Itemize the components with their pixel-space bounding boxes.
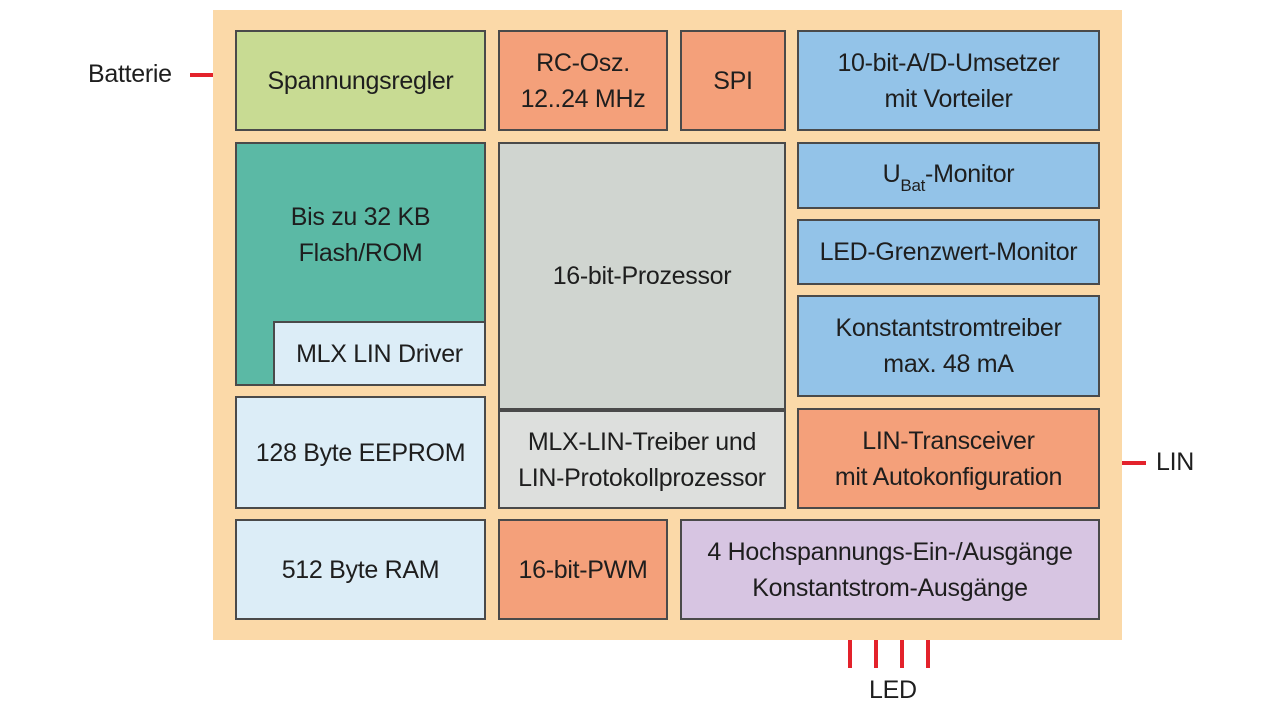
mlx-lin-driver-label: MLX LIN Driver bbox=[296, 339, 463, 368]
led-threshold-monitor-label: LED-Grenzwert-Monitor bbox=[819, 238, 1078, 266]
eeprom-block: 128 Byte EEPROM bbox=[235, 396, 486, 509]
led-label: LED bbox=[869, 676, 917, 704]
battery-pin bbox=[190, 73, 226, 77]
rc-oscillator-label-2: 12..24 MHz bbox=[520, 84, 646, 113]
current-driver-label-1: Konstantstromtreiber bbox=[835, 314, 1062, 342]
rc-oscillator-block: RC-Osz. 12..24 MHz bbox=[498, 30, 668, 131]
ram-block: 512 Byte RAM bbox=[235, 519, 486, 620]
led-pin-2 bbox=[874, 630, 878, 668]
pwm-label: 16-bit-PWM bbox=[518, 555, 648, 584]
ram-label: 512 Byte RAM bbox=[281, 555, 440, 584]
adc-label-2: mit Vorteiler bbox=[884, 84, 1013, 113]
hv-io-label-2: Konstantstrom-Ausgänge bbox=[752, 573, 1028, 602]
voltage-regulator-block: Spannungsregler bbox=[235, 30, 486, 131]
mlx-lin-driver-block: MLX LIN Driver bbox=[273, 321, 486, 386]
hv-io-label-1: 4 Hochspannungs-Ein-/Ausgänge bbox=[707, 537, 1073, 566]
led-pin-1 bbox=[848, 630, 852, 668]
current-driver-label-2: max. 48 mA bbox=[883, 350, 1014, 378]
battery-label: Batterie bbox=[88, 60, 172, 88]
lin-label: LIN bbox=[1156, 448, 1195, 476]
eeprom-label: 128 Byte EEPROM bbox=[255, 438, 466, 467]
led-threshold-monitor-block: LED-Grenzwert-Monitor bbox=[797, 219, 1100, 285]
flash-rom-label-1: Bis zu 32 KB bbox=[290, 203, 431, 231]
rc-oscillator-label-1: RC-Osz. bbox=[536, 48, 630, 77]
ubat-monitor-block: UBat-Monitor bbox=[797, 142, 1100, 209]
flash-rom-label-2: Flash/ROM bbox=[298, 239, 423, 267]
adc-block: 10-bit-A/D-Umsetzer mit Vorteiler bbox=[797, 30, 1100, 131]
hv-io-block: 4 Hochspannungs-Ein-/Ausgänge Konstantst… bbox=[680, 519, 1100, 620]
lin-transceiver-label-1: LIN-Transceiver bbox=[862, 426, 1035, 455]
lin-transceiver-block: LIN-Transceiver mit Autokonfiguration bbox=[797, 408, 1100, 509]
spi-block: SPI bbox=[680, 30, 786, 131]
adc-label-1: 10-bit-A/D-Umsetzer bbox=[837, 48, 1060, 77]
lin-protocol-label-1: MLX-LIN-Treiber und bbox=[527, 427, 757, 456]
current-driver-block: Konstantstromtreiber max. 48 mA bbox=[797, 295, 1100, 397]
led-pin-4 bbox=[926, 630, 930, 668]
lin-protocol-label-2: LIN-Protokollprozessor bbox=[518, 463, 766, 492]
voltage-regulator-label: Spannungsregler bbox=[267, 66, 454, 95]
processor-block: 16-bit-Prozessor bbox=[498, 142, 786, 410]
spi-label: SPI bbox=[713, 66, 753, 95]
lin-pin bbox=[1108, 461, 1146, 465]
led-pin-3 bbox=[900, 630, 904, 668]
ubat-monitor-label: UBat-Monitor bbox=[882, 160, 1015, 195]
pwm-block: 16-bit-PWM bbox=[498, 519, 668, 620]
processor-label: 16-bit-Prozessor bbox=[552, 262, 732, 290]
lin-protocol-block: MLX-LIN-Treiber und LIN-Protokollprozess… bbox=[498, 410, 786, 509]
lin-transceiver-label-2: mit Autokonfiguration bbox=[834, 462, 1063, 491]
